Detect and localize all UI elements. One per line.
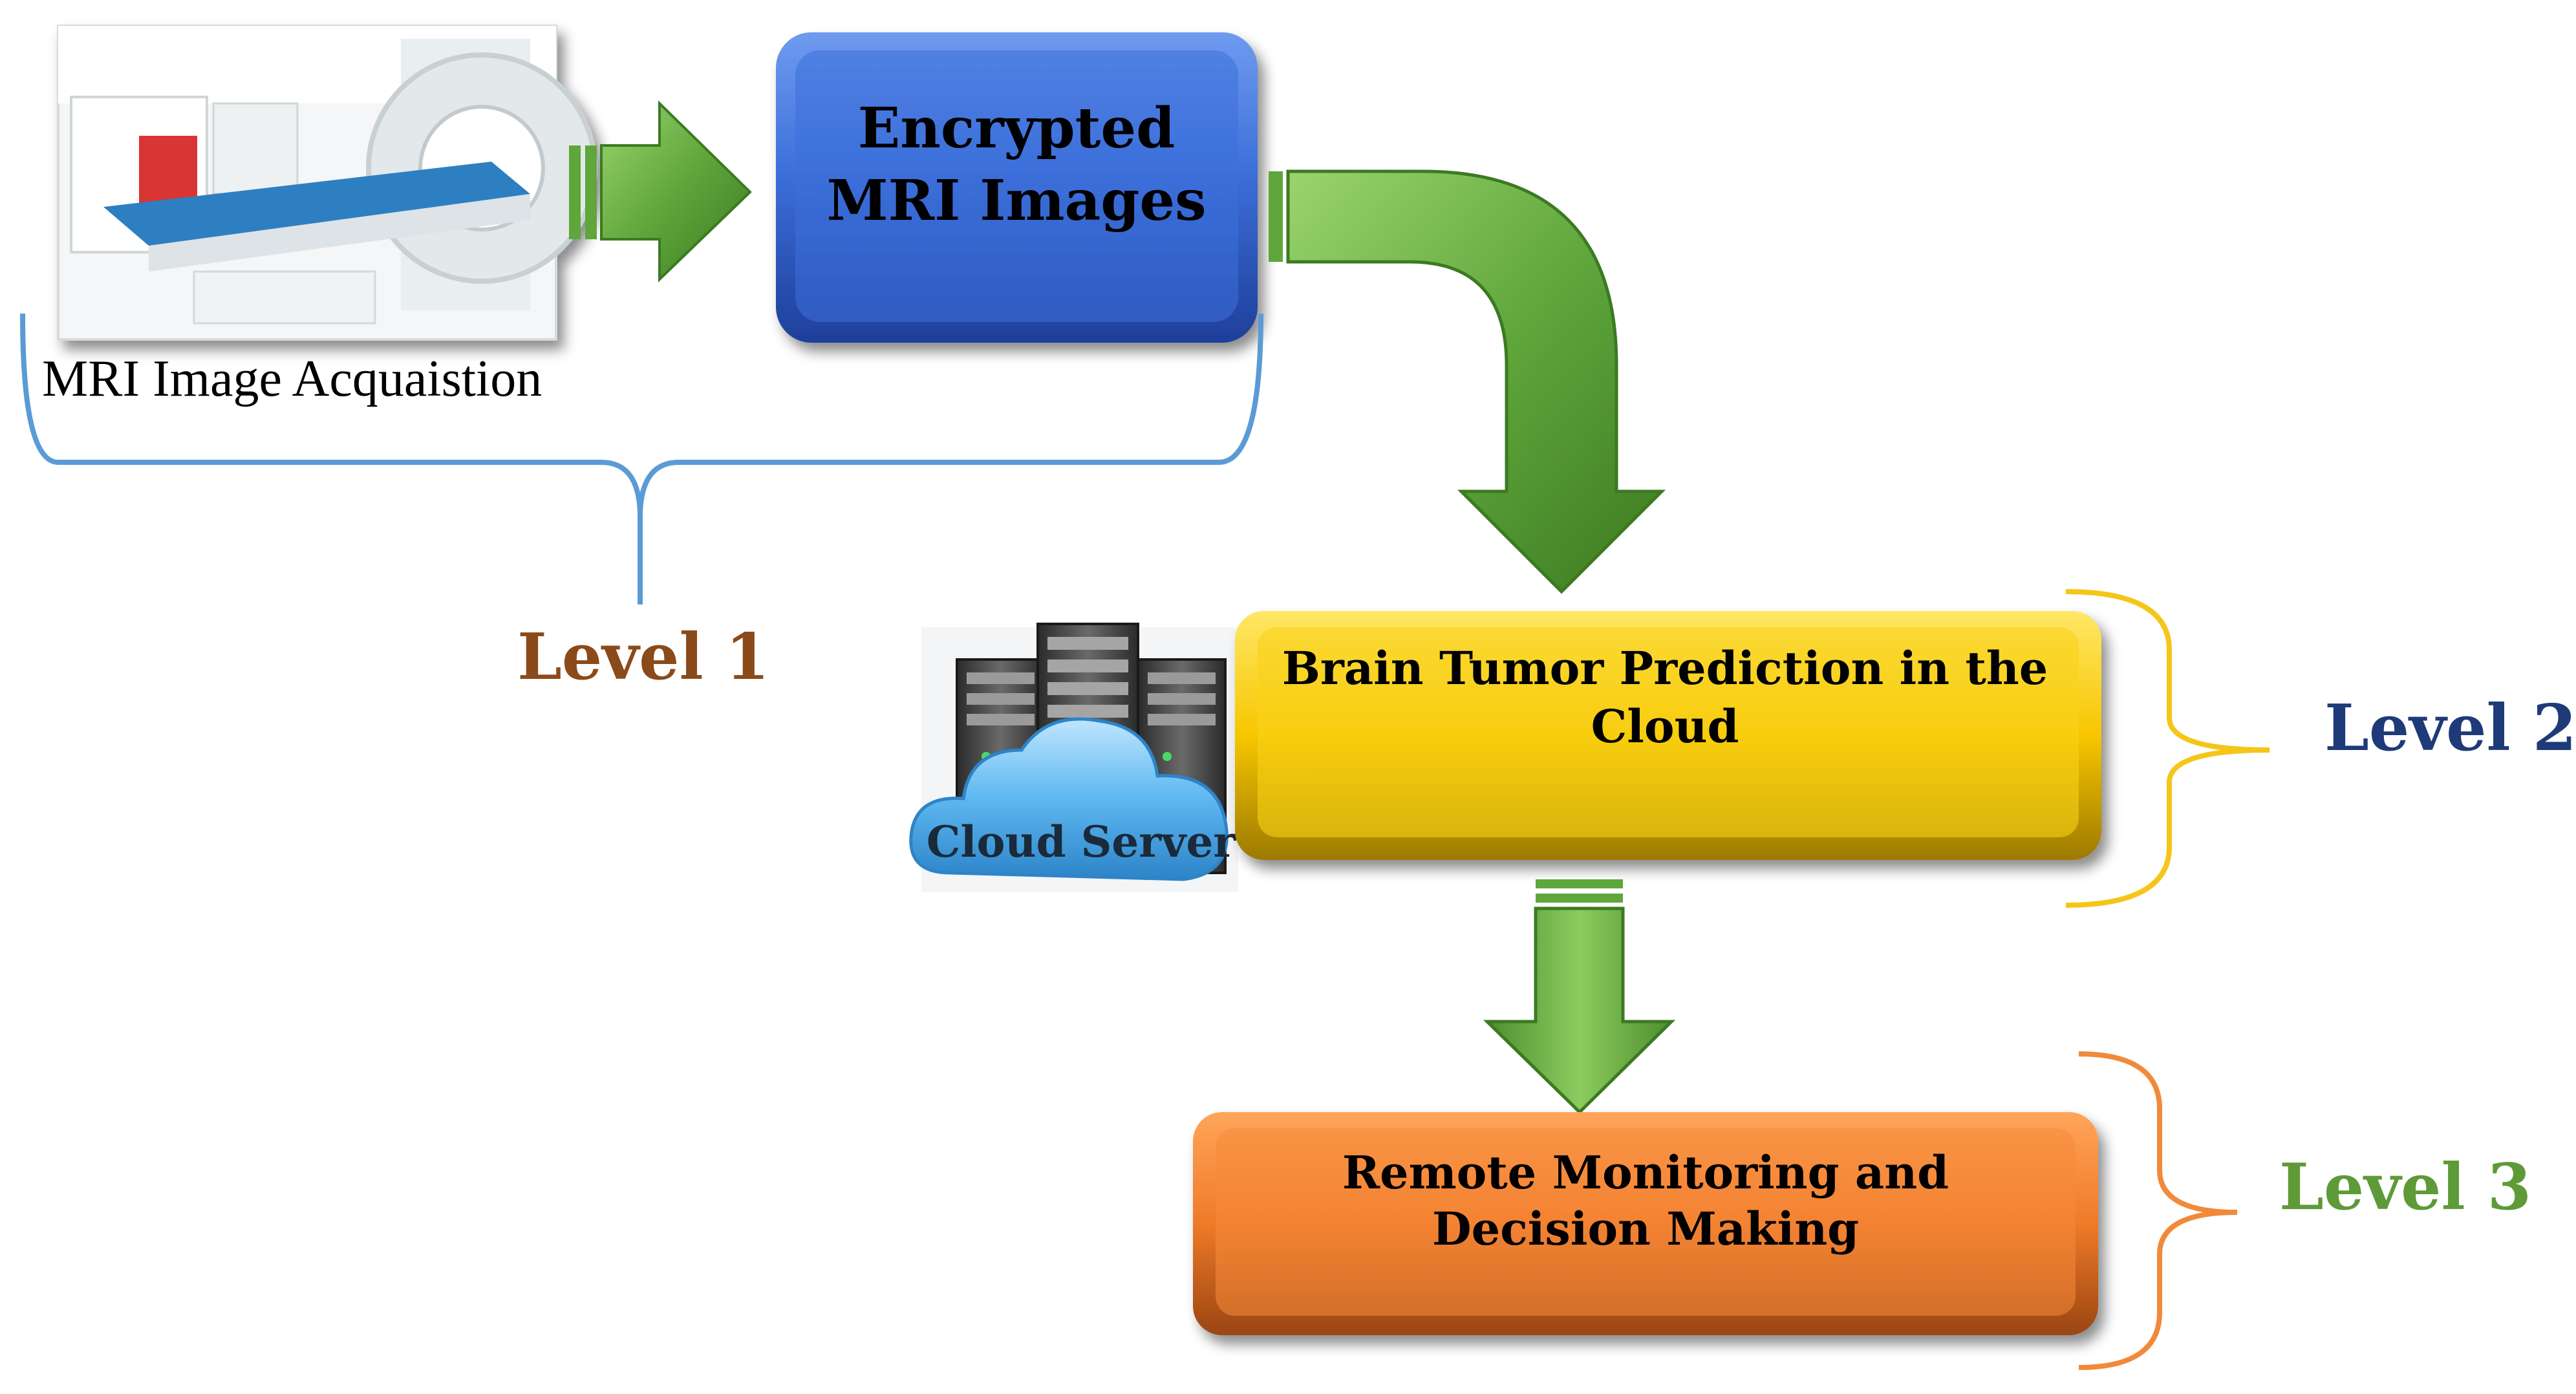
level2-brace	[2065, 589, 2270, 908]
mri-acquisition-caption: MRI Image Acquaistion	[42, 350, 542, 407]
level2-label: Level 2	[2324, 691, 2576, 766]
arrow-prediction-to-monitoring	[1483, 879, 1676, 1115]
cloud-server-icon	[909, 623, 1238, 892]
encrypted-box-line1: Encrypted	[858, 96, 1175, 161]
encrypted-mri-box	[776, 32, 1258, 343]
monitoring-box-line2: Decision Making	[1432, 1202, 1859, 1256]
prediction-box	[1235, 611, 2101, 860]
level1-label: Level 1	[517, 620, 769, 694]
level3-brace	[2078, 1051, 2238, 1370]
encrypted-box-line2: MRI Images	[826, 168, 1206, 233]
monitoring-box-line1: Remote Monitoring and	[1342, 1146, 1949, 1199]
arrow-acquisition-to-encrypted	[569, 100, 752, 283]
prediction-box-line2: Cloud	[1591, 700, 1739, 753]
monitoring-box	[1193, 1112, 2098, 1335]
level3-label: Level 3	[2279, 1150, 2531, 1225]
prediction-box-line1: Brain Tumor Prediction in the	[1282, 641, 2048, 695]
cloud-server-label: Cloud Server	[927, 817, 1237, 867]
arrow-encrypted-to-prediction	[1269, 169, 1666, 594]
level1-brace	[20, 313, 1263, 605]
mri-photo	[57, 25, 597, 341]
